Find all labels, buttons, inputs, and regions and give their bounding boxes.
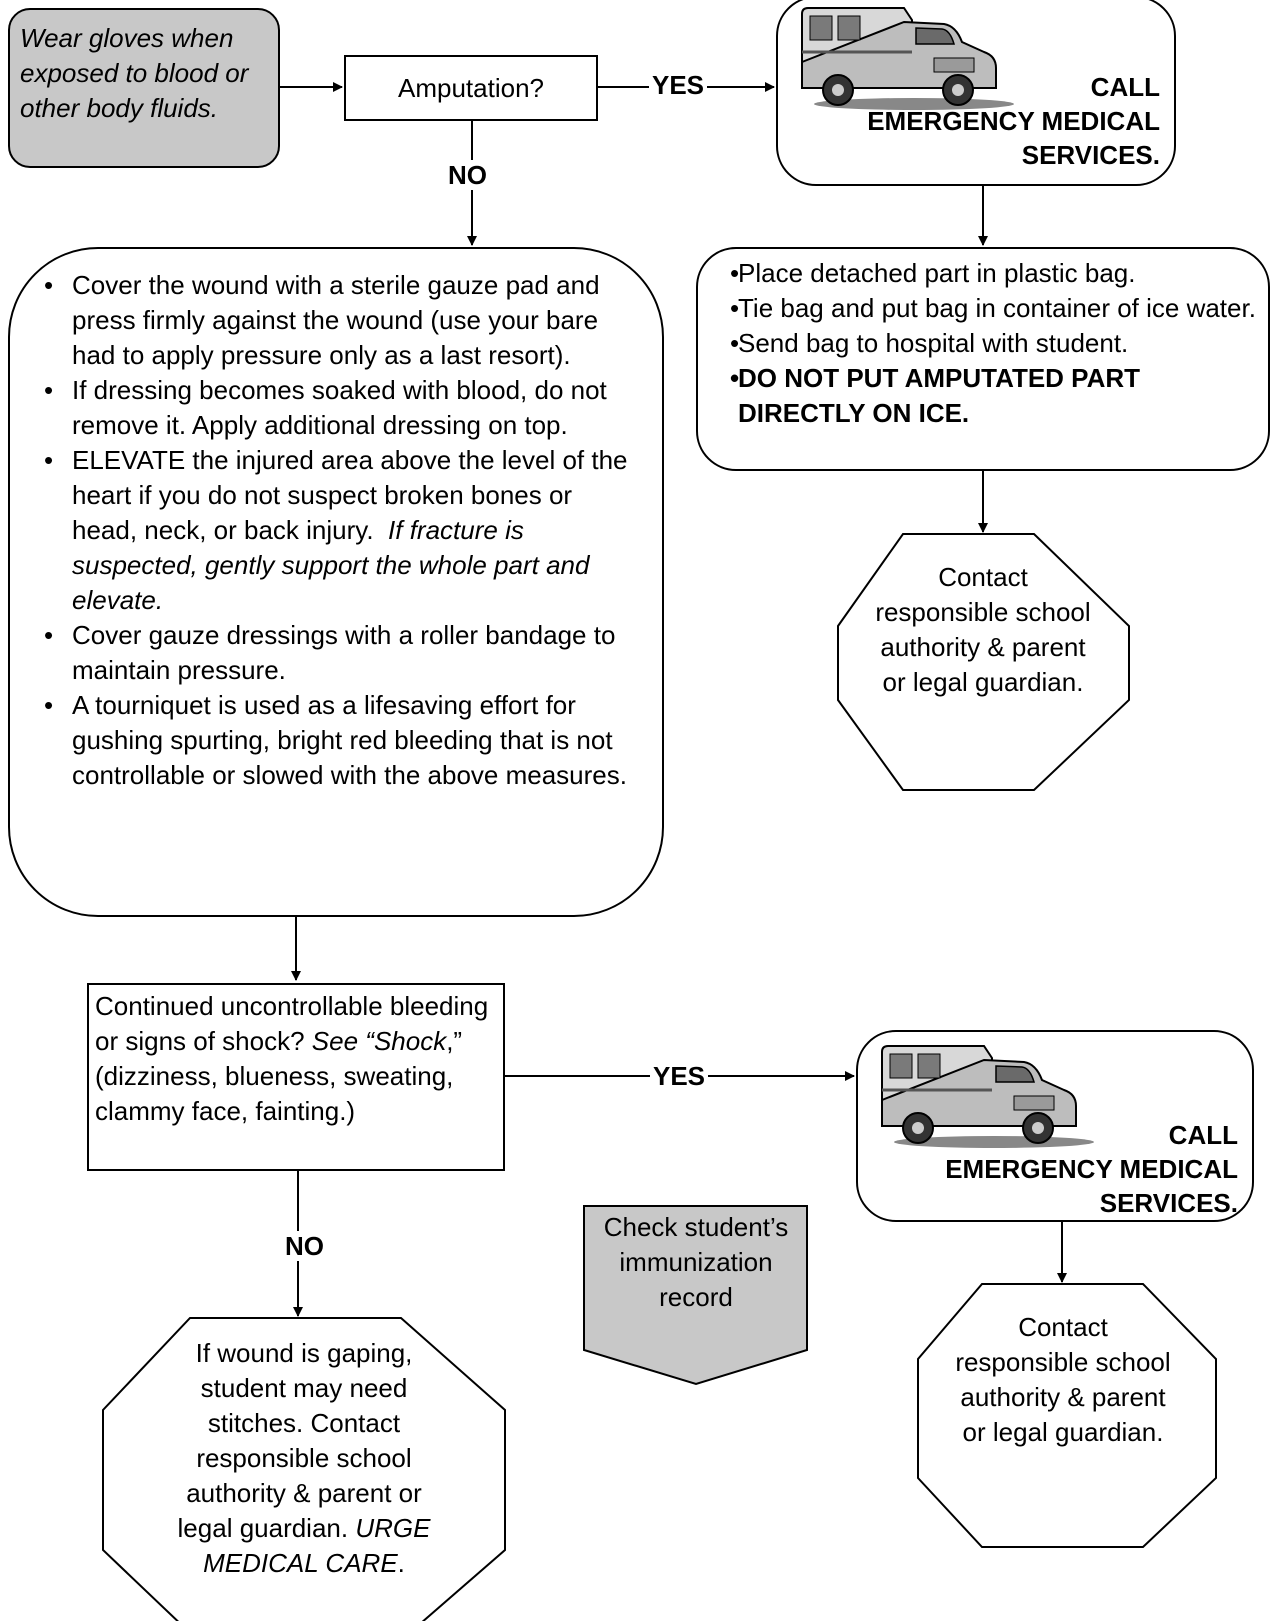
- yes-label-amputation: YES: [649, 70, 708, 100]
- amp-care-item-text: Tie bag and put bag in container of ice …: [738, 293, 1256, 323]
- ems-box-2: CALL EMERGENCY MEDICAL SERVICES.: [856, 1030, 1254, 1222]
- ambulance-icon: [801, 7, 1014, 110]
- amp-care-item-text: Place detached part in plastic bag.: [738, 258, 1136, 288]
- ems-2-text: CALL EMERGENCY MEDICAL SERVICES.: [945, 1118, 1238, 1220]
- immunization-text: Check student’s immunization record: [603, 1212, 789, 1312]
- yes-label-bleeding: YES: [650, 1061, 709, 1091]
- care-item-italic: If fracture is suspected, gently support…: [72, 515, 590, 615]
- ems-1-text: CALL EMERGENCY MEDICAL SERVICES.: [867, 70, 1160, 172]
- care-item: Cover the wound with a sterile gauze pad…: [12, 268, 642, 373]
- ems-2-line-services: SERVICES.: [1099, 1188, 1238, 1218]
- gloves-note-box: Wear gloves when exposed to blood or oth…: [8, 8, 280, 168]
- care-item-text: ELEVATE the injured area above the level…: [72, 445, 628, 545]
- care-item: If dressing becomes soaked with blood, d…: [12, 373, 642, 443]
- care-item: A tourniquet is used as a lifesaving eff…: [12, 688, 642, 793]
- care-item: ELEVATE the injured area above the level…: [12, 443, 642, 618]
- ems-1-line-emergency: EMERGENCY MEDICAL: [867, 106, 1160, 136]
- amputation-care-box: Place detached part in plastic bag. Tie …: [696, 247, 1270, 471]
- contact1-text: Contact responsible school authority & p…: [875, 562, 1091, 697]
- bleeding-question-rest: ,” (dizziness, blueness, sweating, clamm…: [95, 1026, 463, 1126]
- no-label-bleeding: NO: [282, 1231, 327, 1261]
- ambulance-icon: [881, 1045, 1094, 1148]
- contact2-text: Contact responsible school authority & p…: [955, 1312, 1171, 1447]
- ems-1-line-services: SERVICES.: [1021, 140, 1160, 170]
- bleeding-question-text: Continued uncontrollable bleeding or sig…: [95, 991, 489, 1056]
- amp-care-item: Send bag to hospital with student.: [698, 326, 1268, 361]
- amp-care-item: DO NOT PUT AMPUTATED PART DIRECTLY ON IC…: [698, 361, 1268, 431]
- amp-care-item-text: Send bag to hospital with student.: [738, 328, 1129, 358]
- ems-1-line-call: CALL: [1090, 72, 1160, 102]
- urge-medical-care: URGE MEDICAL CARE: [203, 1513, 431, 1578]
- contact1-octagon: [837, 533, 1130, 791]
- gaping-wound-instruction: If wound is gaping, student may need sti…: [177, 1338, 422, 1543]
- amp-care-item: Tie bag and put bag in container of ice …: [698, 291, 1268, 326]
- amp-care-item-text: DO NOT PUT AMPUTATED PART DIRECTLY ON IC…: [738, 363, 1141, 428]
- ems-2-line-call: CALL: [1168, 1120, 1238, 1150]
- gaping-wound-text: If wound is gaping, student may need sti…: [164, 1336, 444, 1581]
- care-item-text: A tourniquet is used as a lifesaving eff…: [72, 690, 627, 790]
- see-shock-link-text: See “Shock: [311, 1026, 447, 1056]
- no-label-amputation: NO: [445, 160, 490, 190]
- wound-care-box: Cover the wound with a sterile gauze pad…: [8, 247, 664, 917]
- ems-2-line-emergency: EMERGENCY MEDICAL: [945, 1154, 1238, 1184]
- amp-care-item: Place detached part in plastic bag.: [698, 256, 1268, 291]
- contact2-octagon: [917, 1283, 1217, 1548]
- gloves-note-text: Wear gloves when exposed to blood or oth…: [20, 23, 249, 123]
- amputation-decision-box: Amputation?: [344, 55, 598, 121]
- ems-box-1: CALL EMERGENCY MEDICAL SERVICES.: [776, 0, 1176, 186]
- immunization-pentagon: [583, 1205, 808, 1386]
- gaping-octagon: [102, 1317, 506, 1621]
- bleeding-question-box: Continued uncontrollable bleeding or sig…: [87, 983, 505, 1171]
- care-item-text: Cover the wound with a sterile gauze pad…: [72, 270, 600, 370]
- urge-period: .: [397, 1548, 405, 1578]
- care-item: Cover gauze dressings with a roller band…: [12, 618, 642, 688]
- care-item-text: Cover gauze dressings with a roller band…: [72, 620, 616, 685]
- amputation-question: Amputation?: [398, 73, 544, 103]
- care-item-text: If dressing becomes soaked with blood, d…: [72, 375, 607, 440]
